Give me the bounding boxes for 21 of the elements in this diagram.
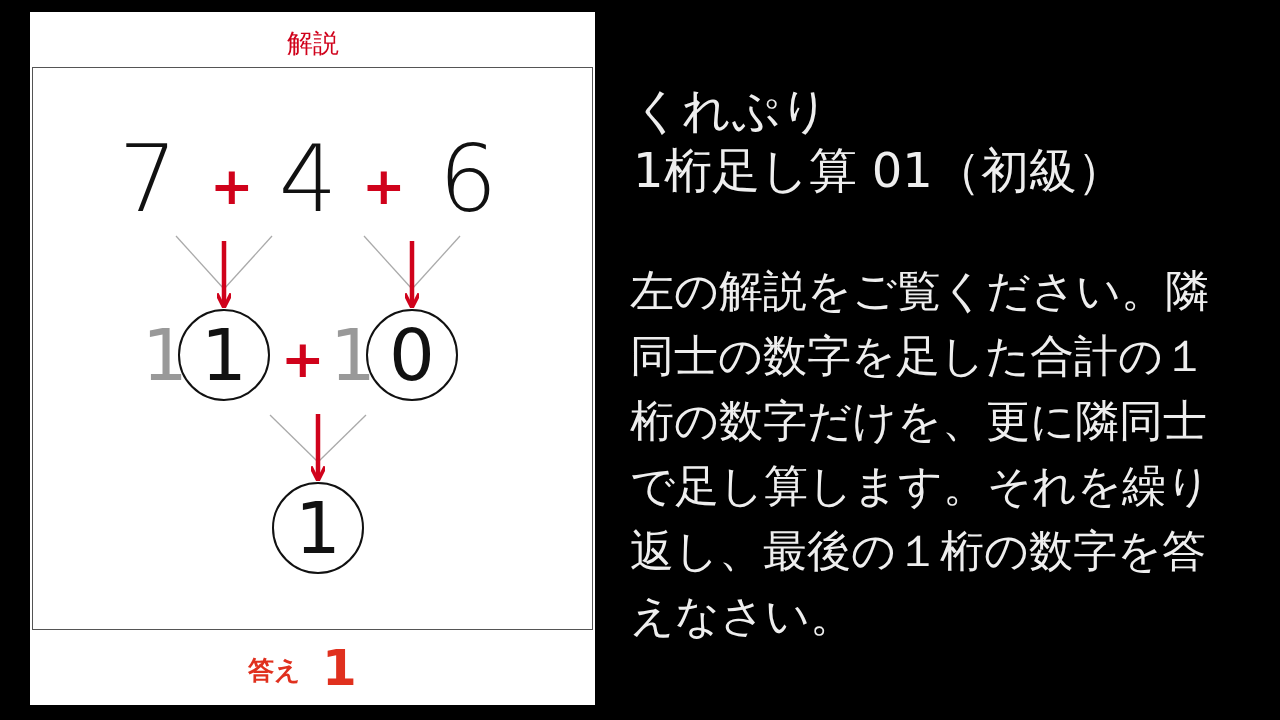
number: 4 <box>278 134 338 226</box>
connector-line <box>317 414 367 463</box>
connector-line <box>269 414 319 463</box>
connector-line <box>363 235 413 290</box>
plus-sign: + <box>281 333 325 385</box>
arrow <box>309 414 327 483</box>
number: 7 <box>118 134 178 226</box>
instructions-text: 左の解説をご覧ください。隣同士の数字を足した合計の１桁の数字だけを、更に隣同士で足し算します。それを繰り返し、最後の１桁の数字を答えなさい。 <box>630 264 1212 643</box>
arrow <box>403 241 421 310</box>
connector-line <box>411 235 461 290</box>
connector-line <box>223 235 273 290</box>
number: 6 <box>438 134 498 226</box>
arrow <box>215 241 233 310</box>
answer-label: 答え <box>248 657 301 683</box>
plus-sign: + <box>362 160 406 212</box>
plus-sign: + <box>210 160 254 212</box>
answer-value: 1 <box>322 643 357 693</box>
connector-line <box>175 235 225 290</box>
circled-number: 1 <box>272 482 364 574</box>
panel-heading: 解説 <box>285 30 340 56</box>
title: くれぷり 1桁足し算 01（初級） <box>633 81 1125 200</box>
